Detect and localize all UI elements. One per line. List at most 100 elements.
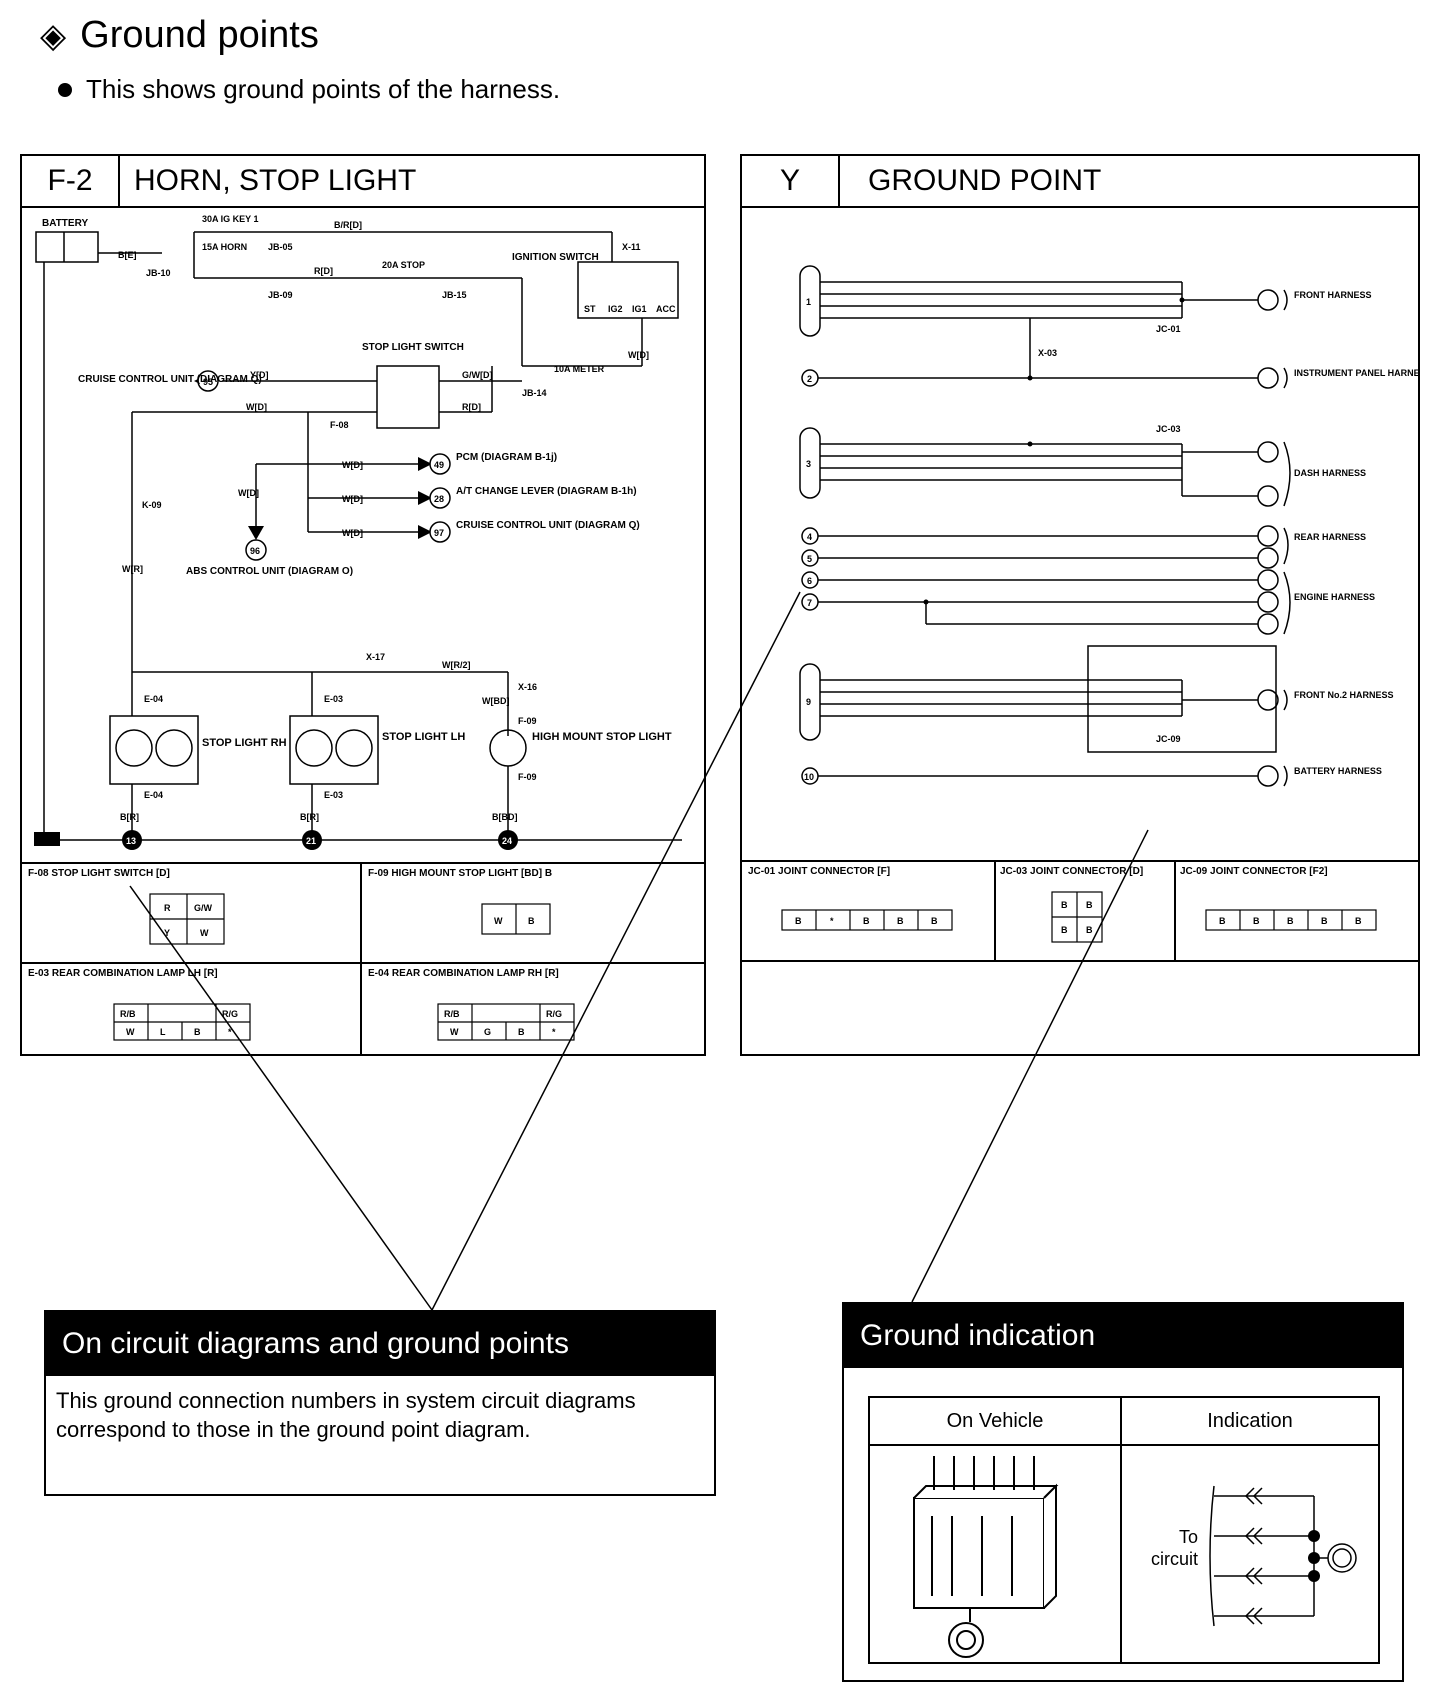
svg-text:Y[D]: Y[D] xyxy=(250,370,269,380)
svg-text:JC-09: JC-09 xyxy=(1156,734,1181,744)
svg-text:B: B xyxy=(863,916,870,926)
svg-text:3: 3 xyxy=(806,459,811,469)
connector-jc09-label: JC-09 JOINT CONNECTOR [F2] xyxy=(1180,866,1328,877)
svg-text:IGNITION SWITCH: IGNITION SWITCH xyxy=(512,252,599,263)
svg-text:B: B xyxy=(1219,916,1226,926)
svg-text:W[D]: W[D] xyxy=(246,402,267,412)
diamond-icon: ◈ xyxy=(40,16,67,55)
svg-text:B[BD]: B[BD] xyxy=(492,812,518,822)
svg-text:STOP LIGHT RH: STOP LIGHT RH xyxy=(202,737,287,749)
connector-jc03-label: JC-03 JOINT CONNECTOR [D] xyxy=(1000,866,1144,877)
svg-text:B[E]: B[E] xyxy=(118,250,137,260)
svg-text:B: B xyxy=(795,916,802,926)
svg-text:G/W[D]: G/W[D] xyxy=(462,370,493,380)
svg-text:E-04: E-04 xyxy=(144,694,163,704)
circuit-callout-body: This ground connection numbers in system… xyxy=(56,1388,636,1442)
svg-text:R/G: R/G xyxy=(222,1009,238,1019)
svg-text:CRUISE CONTROL UNIT (DIAGRAM Q: CRUISE CONTROL UNIT (DIAGRAM Q) xyxy=(456,520,640,531)
page-heading: ◈ Ground points xyxy=(40,14,319,57)
svg-text:B: B xyxy=(1086,900,1093,910)
svg-text:B: B xyxy=(194,1027,201,1037)
connector-f08-label: F-08 STOP LIGHT SWITCH [D] xyxy=(28,868,170,879)
vehicle-ground-icon xyxy=(913,1456,1059,1658)
circuit-diagram: BATTERY B[E] JB-10 30A IG KEY 1 15A HORN… xyxy=(34,214,682,850)
svg-text:7: 7 xyxy=(807,598,812,608)
svg-text:B: B xyxy=(931,916,938,926)
svg-text:R[D]: R[D] xyxy=(314,266,333,276)
page-title: Ground points xyxy=(80,14,319,56)
svg-text:ABS CONTROL UNIT (DIAGRAM O): ABS CONTROL UNIT (DIAGRAM O) xyxy=(186,566,353,577)
svg-text:20A STOP: 20A STOP xyxy=(382,260,425,270)
junction-connector-pinouts: B * B B B B B B B B B B B B xyxy=(781,891,1377,943)
svg-text:X-11: X-11 xyxy=(622,242,641,252)
svg-text:W[D]: W[D] xyxy=(628,350,649,360)
stop-light-lh-symbol xyxy=(289,715,379,785)
to-circuit-label: To circuit xyxy=(1150,1527,1198,1569)
svg-text:X-16: X-16 xyxy=(518,682,537,692)
svg-text:ACC: ACC xyxy=(656,304,676,314)
svg-text:R/B: R/B xyxy=(120,1009,136,1019)
svg-text:W[D]: W[D] xyxy=(342,460,363,470)
ground-indication-callout: Ground indication On Vehicle Indication xyxy=(842,1302,1404,1682)
svg-text:JB-14: JB-14 xyxy=(522,388,547,398)
svg-text:B: B xyxy=(1086,925,1093,935)
svg-text:49: 49 xyxy=(434,460,444,470)
svg-text:B: B xyxy=(518,1027,525,1037)
page-subtitle-row: This shows ground points of the harness. xyxy=(58,74,560,105)
svg-text:W[D]: W[D] xyxy=(238,488,259,498)
svg-text:PCM (DIAGRAM B-1j): PCM (DIAGRAM B-1j) xyxy=(456,452,557,463)
battery-symbol xyxy=(35,231,99,263)
ground-point-title: GROUND POINT xyxy=(868,164,1102,197)
svg-text:15A HORN: 15A HORN xyxy=(202,242,247,252)
svg-text:*: * xyxy=(552,1027,556,1037)
svg-text:97: 97 xyxy=(434,528,444,538)
svg-text:DASH HARNESS: DASH HARNESS xyxy=(1294,468,1366,478)
svg-text:F-09: F-09 xyxy=(518,716,537,726)
svg-text:13: 13 xyxy=(126,836,136,846)
svg-text:JB-09: JB-09 xyxy=(268,290,293,300)
ground-point-code: Y xyxy=(742,156,840,206)
svg-text:G/W: G/W xyxy=(194,903,213,913)
svg-text:W[R/2]: W[R/2] xyxy=(442,660,471,670)
svg-text:ST: ST xyxy=(584,304,596,314)
circuit-panel: F-2 HORN, STOP LIGHT xyxy=(20,154,706,1056)
svg-text:R/G: R/G xyxy=(546,1009,562,1019)
indication-ground-icon xyxy=(1209,1485,1357,1627)
svg-text:*: * xyxy=(228,1027,232,1037)
ground-point-panel: Y GROUND POINT xyxy=(740,154,1420,1056)
svg-text:B: B xyxy=(897,916,904,926)
col-on-vehicle: On Vehicle xyxy=(870,1398,1122,1446)
svg-text:JC-01: JC-01 xyxy=(1156,324,1181,334)
svg-text:W: W xyxy=(450,1027,459,1037)
svg-text:2: 2 xyxy=(807,374,812,384)
svg-text:E-03: E-03 xyxy=(324,790,343,800)
svg-text:W[R]: W[R] xyxy=(122,564,143,574)
col-indication: Indication xyxy=(1122,1398,1378,1446)
svg-text:X-17: X-17 xyxy=(366,652,385,662)
svg-text:B: B xyxy=(1253,916,1260,926)
svg-text:4: 4 xyxy=(807,532,812,542)
svg-text:CRUISE CONTROL UNIT (DIAGRAM Q: CRUISE CONTROL UNIT (DIAGRAM Q) xyxy=(78,374,262,385)
svg-text:W: W xyxy=(494,916,503,926)
svg-text:R/B: R/B xyxy=(444,1009,460,1019)
circuit-code: F-2 xyxy=(22,156,120,206)
stop-light-rh-symbol xyxy=(109,715,199,785)
svg-text:L: L xyxy=(160,1027,166,1037)
svg-text:W: W xyxy=(200,928,209,938)
svg-text:G: G xyxy=(484,1027,491,1037)
svg-text:W[D]: W[D] xyxy=(342,494,363,504)
svg-text:6: 6 xyxy=(807,576,812,586)
svg-text:10A METER: 10A METER xyxy=(554,364,605,374)
svg-text:JC-03: JC-03 xyxy=(1156,424,1181,434)
svg-text:R: R xyxy=(164,903,171,913)
ground-indication-table: On Vehicle Indication xyxy=(868,1396,1380,1664)
svg-text:A/T CHANGE LEVER (DIAGRAM B-1h: A/T CHANGE LEVER (DIAGRAM B-1h) xyxy=(456,486,637,497)
svg-text:W[D]: W[D] xyxy=(342,528,363,538)
svg-text:B/R[D]: B/R[D] xyxy=(334,220,362,230)
svg-text:E-03: E-03 xyxy=(324,694,343,704)
svg-text:B: B xyxy=(1061,925,1068,935)
page-subtitle: This shows ground points of the harness. xyxy=(86,74,561,104)
connector-jc01-label: JC-01 JOINT CONNECTOR [F] xyxy=(748,866,891,877)
svg-text:5: 5 xyxy=(807,554,812,564)
